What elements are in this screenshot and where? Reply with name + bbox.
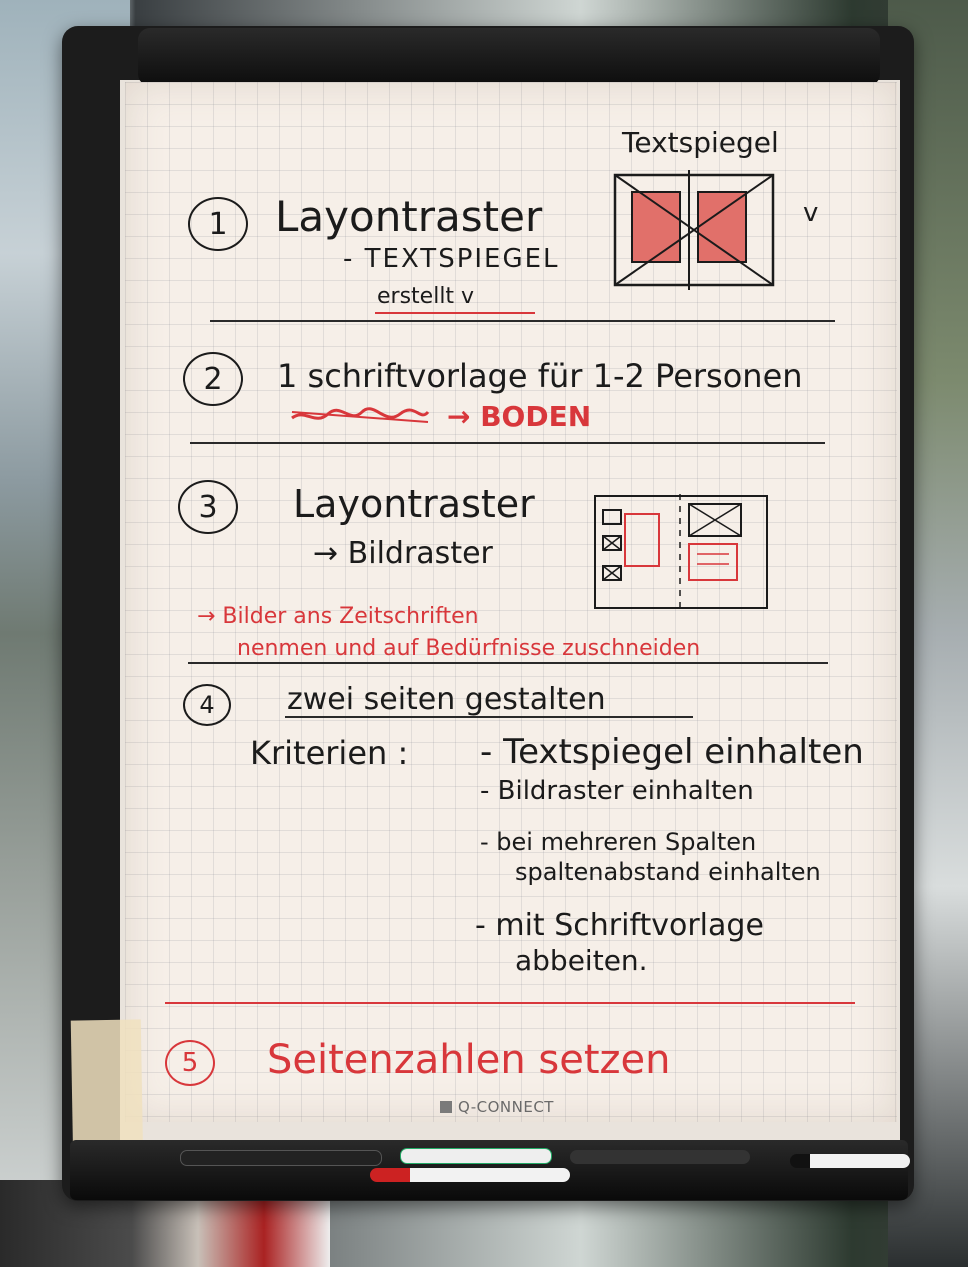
brand-text: Q-CONNECT <box>458 1098 554 1116</box>
marker-red <box>370 1168 570 1182</box>
criteria-line-6: abbeiten. <box>515 944 648 977</box>
criteria-line-4: spaltenabstand einhalten <box>515 858 821 886</box>
marker-white <box>790 1154 910 1168</box>
item-3-note1: → Bilder ans Zeitschriften <box>197 604 479 629</box>
scribble-struck-text <box>291 407 430 423</box>
brand-icon <box>440 1101 452 1113</box>
brand-logo: Q-CONNECT <box>440 1098 554 1116</box>
item-5-title: Seitenzahlen setzen <box>267 1037 671 1083</box>
criteria-label: Kriterien : <box>250 734 409 772</box>
divider-3 <box>188 662 828 664</box>
criteria-line-3: - bei mehreren Spalten <box>480 828 757 856</box>
item-1-sub1: - TEXTSPIEGEL <box>343 244 560 274</box>
divider-2 <box>190 442 825 444</box>
criteria-line-1: - Textspiegel einhalten <box>480 732 864 772</box>
number-circle-2: 2 <box>183 352 243 406</box>
item-2-arrow-text: → BODEN <box>447 400 592 433</box>
divider-4 <box>165 1002 855 1004</box>
marker-black-1 <box>180 1150 382 1166</box>
criteria-line-5: - mit Schriftvorlage <box>475 908 764 943</box>
item-1-title: Layontraster <box>275 192 543 241</box>
marker-green <box>400 1148 552 1164</box>
number-circle-4: 4 <box>183 684 231 726</box>
item-3-sub1: → Bildraster <box>313 536 493 571</box>
item-1-red-underline <box>375 312 535 314</box>
marker-tray <box>70 1140 910 1200</box>
divider-1 <box>210 320 835 322</box>
textspiegel-sketch <box>613 170 775 290</box>
marker-black-2 <box>570 1150 750 1164</box>
flipchart-sheet: 1 Layontraster - TEXTSPIEGEL erstellt v … <box>125 82 897 1122</box>
sketch-label: Textspiegel <box>622 126 779 159</box>
item-2-title: 1 schriftvorlage für 1-2 Personen <box>277 357 803 395</box>
bildraster-sketch <box>594 494 768 612</box>
item-3-title: Layontraster <box>293 482 535 526</box>
top-clamp <box>138 28 880 86</box>
number-circle-5: 5 <box>165 1040 215 1086</box>
criteria-line-2: - Bildraster einhalten <box>480 776 754 806</box>
number-circle-1: 1 <box>188 197 248 251</box>
item-3-note2: nenmen und auf Bedürfnisse zuschneiden <box>237 636 701 661</box>
item-4-title: zwei seiten gestalten <box>287 682 606 717</box>
number-circle-3: 3 <box>178 480 238 534</box>
item-1-sub2: erstellt v <box>377 284 475 309</box>
item-4-underline <box>285 716 693 718</box>
check-mark: v <box>803 198 819 228</box>
